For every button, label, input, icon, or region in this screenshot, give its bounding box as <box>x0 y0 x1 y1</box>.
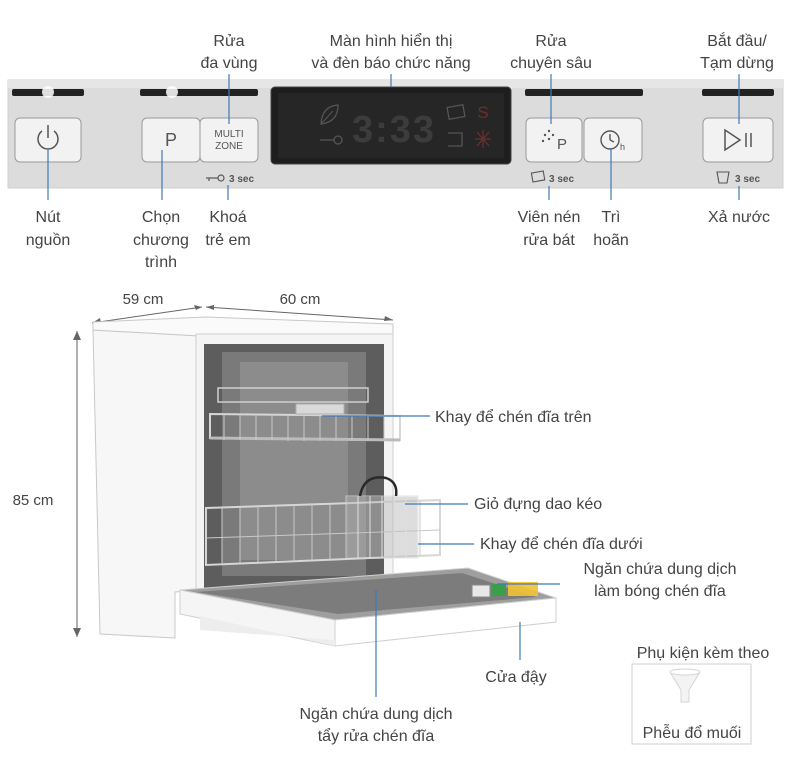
sparkle-icon <box>475 130 491 148</box>
label-child-lock: Khoá trẻ em <box>205 209 250 249</box>
label-start-pause: Bắt đầu/ Tạm dừng <box>700 31 774 72</box>
svg-text:Rửa: Rửa <box>213 33 244 50</box>
program-icon: P <box>165 130 177 150</box>
svg-text:chuyên sâu: chuyên sâu <box>510 55 592 72</box>
svg-text:chương: chương <box>133 232 189 249</box>
open-door <box>179 567 557 647</box>
label-program: Chọn chương trình <box>133 209 189 271</box>
cutlery-tray <box>217 387 369 403</box>
svg-text:Viên nén: Viên nén <box>518 209 581 226</box>
svg-text:ZONE: ZONE <box>215 141 243 152</box>
svg-text:làm bóng chén đĩa: làm bóng chén đĩa <box>594 583 726 600</box>
detergent-compartment <box>471 584 491 598</box>
control-panel: P MULTI ZONE 3 sec <box>7 79 784 189</box>
svg-text:hoãn: hoãn <box>593 232 629 249</box>
tablet-hint: 3 sec <box>530 170 574 185</box>
label-tablet: Viên nén rửa bát <box>518 209 581 249</box>
svg-text:60 cm: 60 cm <box>280 291 321 308</box>
child-lock-hint: 3 sec <box>206 174 254 185</box>
svg-text:trình: trình <box>145 254 177 271</box>
door-front <box>334 597 557 647</box>
program-button[interactable]: P <box>141 117 201 163</box>
accessory-box: Phụ kiện kèm theo Phễu đổ muối <box>631 645 770 745</box>
svg-text:tẩy rửa chén đĩa: tẩy rửa chén đĩa <box>318 727 435 745</box>
svg-text:85 cm: 85 cm <box>13 492 54 509</box>
indicator-light-3 <box>525 89 643 96</box>
leaf-icon <box>320 104 339 125</box>
svg-text:Ngăn chứa dung dịch: Ngăn chứa dung dịch <box>299 706 452 723</box>
rinse-aid-compartment <box>492 584 506 596</box>
svg-text:3 sec: 3 sec <box>229 174 254 185</box>
tablet-icon <box>446 103 466 121</box>
play-pause-icon <box>724 128 752 152</box>
svg-text:3 sec: 3 sec <box>549 174 574 185</box>
drain-icon <box>716 171 730 184</box>
svg-text:Chọn: Chọn <box>142 209 180 226</box>
key-icon <box>320 135 343 145</box>
label-delay: Trì hoãn <box>593 209 629 249</box>
svg-text:và đèn báo chức năng: và đèn báo chức năng <box>311 55 470 72</box>
label-rinse-aid: Ngăn chứa dung dịch làm bóng chén đĩa <box>583 561 736 600</box>
svg-text:h: h <box>620 142 625 152</box>
power-button[interactable] <box>14 117 82 163</box>
accessory-item: Phễu đổ muối <box>643 723 742 742</box>
svg-text:59 cm: 59 cm <box>123 291 164 308</box>
svg-text:Xả nước: Xả nước <box>708 209 770 226</box>
display-screen: 3:33 S <box>270 86 512 165</box>
label-power: Nút nguồn <box>26 209 71 249</box>
salt-indicator-icon: S <box>477 103 488 122</box>
svg-text:MULTI: MULTI <box>214 129 243 140</box>
indicator-light-2 <box>140 89 258 96</box>
label-detergent: Ngăn chứa dung dịch tẩy rửa chén đĩa <box>299 706 452 745</box>
power-icon <box>37 125 59 150</box>
svg-text:Tạm dừng: Tạm dừng <box>700 55 774 72</box>
svg-text:trẻ em: trẻ em <box>205 232 250 249</box>
label-drain: Xả nước <box>708 209 770 226</box>
dimension-width: 60 cm <box>205 291 394 321</box>
tablet-icon <box>530 170 546 183</box>
svg-text:nguồn: nguồn <box>26 232 71 249</box>
funnel-icon <box>669 668 701 703</box>
label-door: Cửa đậy <box>485 669 546 686</box>
svg-text:rửa bát: rửa bát <box>523 232 575 249</box>
svg-text:Rửa: Rửa <box>535 33 566 50</box>
svg-text:đa vùng: đa vùng <box>201 55 258 72</box>
svg-text:P: P <box>557 136 567 153</box>
svg-text:Trì: Trì <box>602 209 621 226</box>
intensive-wash-button[interactable]: P <box>525 117 583 163</box>
key-icon <box>206 174 225 182</box>
indicator-light-4 <box>702 89 774 96</box>
svg-text:Khoá: Khoá <box>209 209 246 226</box>
svg-text:Ngăn chứa dung dịch: Ngăn chứa dung dịch <box>583 561 736 578</box>
drain-hint: 3 sec <box>716 171 760 185</box>
rinse-aid-icon <box>448 132 463 147</box>
label-cutlery-basket: Giỏ đựng dao kéo <box>474 496 602 513</box>
label-intensive: Rửa chuyên sâu <box>510 33 592 72</box>
dishwasher-illustration <box>92 316 557 647</box>
cutlery-basket <box>345 476 419 559</box>
svg-text:Nút: Nút <box>36 209 61 226</box>
start-pause-button[interactable] <box>702 117 774 163</box>
upper-rack <box>209 403 401 442</box>
label-lower-rack: Khay để chén đĩa dưới <box>480 535 643 553</box>
svg-text:Bắt đầu/: Bắt đầu/ <box>707 31 767 50</box>
accessory-title: Phụ kiện kèm theo <box>637 645 770 662</box>
display-time: 3:33 <box>352 109 436 151</box>
label-upper-rack: Khay để chén đĩa trên <box>435 408 592 426</box>
label-display: Màn hình hiển thị và đèn báo chức năng <box>311 32 470 72</box>
clock-icon <box>600 130 620 150</box>
svg-text:3 sec: 3 sec <box>735 174 760 185</box>
dimension-height: 85 cm <box>13 331 81 637</box>
label-multizone: Rửa đa vùng <box>201 33 258 72</box>
spray-icon <box>541 129 555 143</box>
delay-button[interactable]: h <box>583 117 643 163</box>
svg-text:Màn hình hiển thị: Màn hình hiển thị <box>330 32 453 50</box>
multizone-button[interactable]: MULTI ZONE <box>199 117 259 163</box>
